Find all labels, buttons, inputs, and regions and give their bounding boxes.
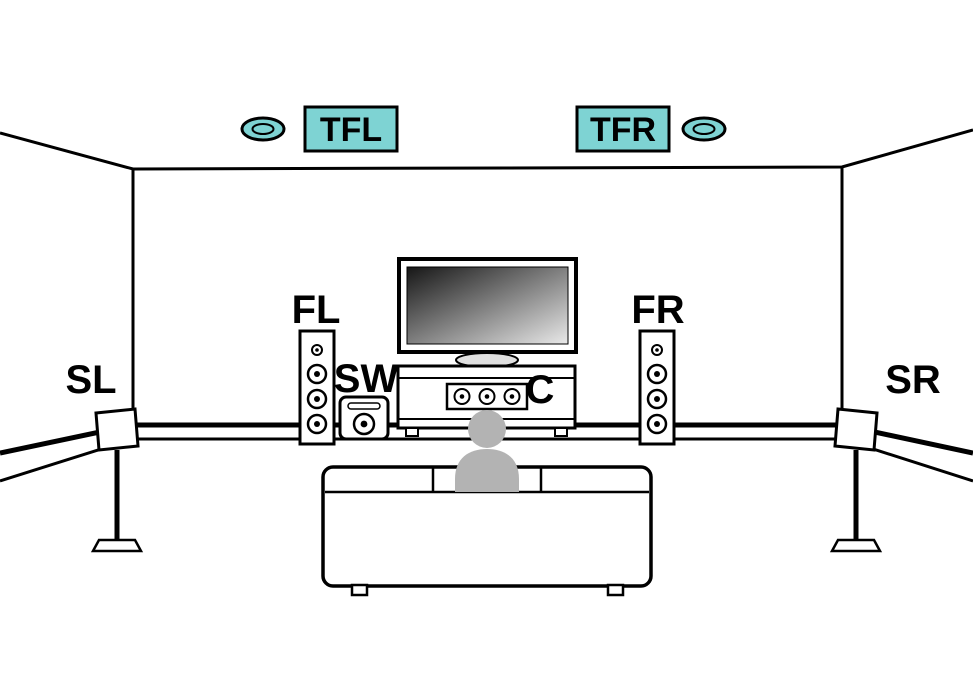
- surround-right-label: SR: [885, 358, 941, 402]
- center-speaker: C: [445, 368, 555, 412]
- front-left-label: FL: [292, 288, 341, 332]
- subwoofer-label: SW: [334, 357, 399, 401]
- ceiling-edge: [0, 128, 973, 171]
- sofa-leg-left: [350, 583, 369, 597]
- fl-driver-3-dot: [314, 421, 320, 427]
- center-driver-right-dot: [509, 394, 515, 399]
- surround-right-speaker: SR: [829, 358, 941, 553]
- sl-stand-base: [90, 538, 144, 553]
- front-right-speaker: FR: [631, 288, 685, 446]
- tfr-label: TFR: [590, 111, 656, 149]
- center-label: C: [526, 368, 555, 412]
- center-driver-left-dot: [459, 394, 465, 399]
- top-front-left-speaker: TFL: [303, 105, 399, 153]
- surround-left-label: SL: [65, 358, 116, 402]
- sr-stand-base: [829, 538, 883, 553]
- fr-driver-3-dot: [654, 421, 660, 427]
- listener-torso: [455, 449, 519, 492]
- tfl-label: TFL: [320, 111, 382, 149]
- fl-tweeter-dot: [315, 348, 319, 352]
- center-driver-mid-dot: [484, 394, 490, 399]
- tv-cabinet-leg-right: [554, 427, 568, 437]
- sofa-leg-right: [606, 583, 625, 597]
- sr-cabinet: [833, 407, 879, 452]
- sw-driver-dot: [360, 420, 368, 428]
- tv: [397, 257, 578, 368]
- fl-driver-1-dot: [314, 371, 320, 377]
- top-front-right-speaker: TFR: [575, 105, 671, 153]
- tv-cabinet-leg-left: [405, 427, 419, 437]
- front-left-speaker: FL: [292, 288, 341, 446]
- sw-port: [347, 402, 381, 410]
- ceiling-speaker-icon-right: [681, 116, 727, 142]
- tfr-box: [575, 105, 671, 153]
- surround-left-speaker: SL: [65, 358, 144, 553]
- ceiling-speaker-icon-left: [240, 116, 286, 142]
- subwoofer: SW: [334, 357, 399, 441]
- tfl-box: [303, 105, 399, 153]
- sl-cabinet: [94, 407, 140, 452]
- fr-driver-2-dot: [654, 396, 660, 402]
- tv-screen: [406, 266, 569, 345]
- ceiling-speaker-icon-inner: [692, 123, 716, 135]
- fr-tweeter-dot: [655, 348, 659, 352]
- listener: [455, 410, 519, 492]
- front-right-label: FR: [631, 288, 684, 332]
- ceiling-speaker-icon-inner: [251, 123, 275, 135]
- listener-head: [468, 410, 506, 448]
- fl-driver-2-dot: [314, 396, 320, 402]
- fr-driver-1-dot: [654, 371, 660, 377]
